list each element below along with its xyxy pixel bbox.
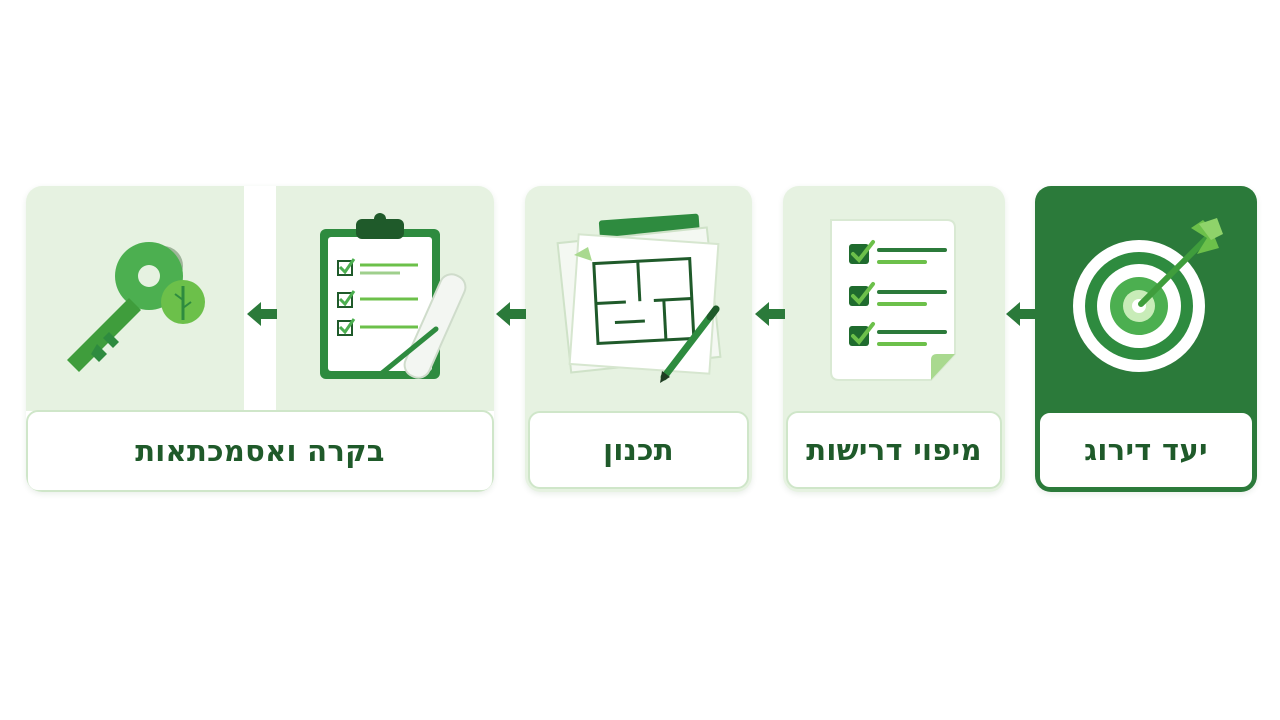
step-label-box: מיפוי דרישות (786, 411, 1002, 489)
arrow-left-icon (1003, 296, 1039, 332)
blueprint-icon (525, 186, 752, 411)
step-label: תכנון (603, 433, 674, 467)
arrow-left-icon (244, 296, 280, 332)
checklist-icon (783, 186, 1005, 411)
step-label-box: יעד דירוג (1038, 411, 1254, 489)
step-label: בקרה ואסמכתאות (135, 434, 385, 468)
step-label-box: בקרה ואסמכתאות (26, 410, 494, 492)
step-label: יעד דירוג (1084, 433, 1208, 467)
step-card-control-and-evidence: בקרה ואסמכתאות (26, 186, 494, 492)
step-card-requirements-mapping: מיפוי דרישות (783, 186, 1005, 492)
clipboard-icon (276, 186, 494, 411)
arrow-left-icon (493, 296, 529, 332)
key-icon (26, 186, 244, 411)
step-card-planning: תכנון (525, 186, 752, 492)
step-label: מיפוי דרישות (806, 433, 982, 467)
target-icon (1035, 186, 1257, 411)
step-card-rating-goal: יעד דירוג (1035, 186, 1257, 492)
step-label-box: תכנון (528, 411, 749, 489)
arrow-left-icon (752, 296, 788, 332)
